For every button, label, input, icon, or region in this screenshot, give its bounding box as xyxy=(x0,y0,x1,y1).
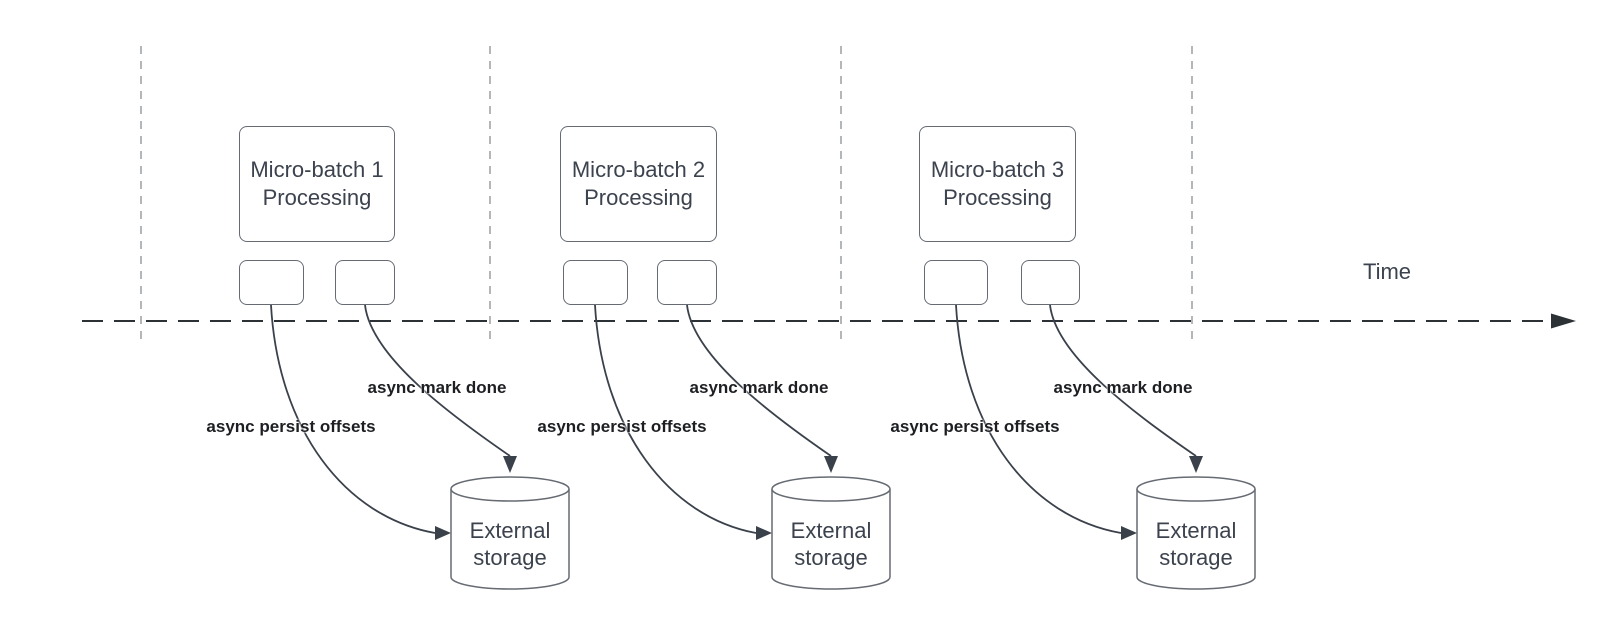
external-storage-label-3: External storage xyxy=(1137,517,1255,571)
cylinder-body-3 xyxy=(1136,489,1256,590)
external-storage-cylinder-3 xyxy=(1136,476,1256,590)
micro-batch-3-title-line2: Processing xyxy=(943,185,1052,210)
external-storage-label-1: External storage xyxy=(451,517,569,571)
mark-done-label-1: async mark done xyxy=(367,378,507,397)
persist-offsets-arrowhead-icon-3 xyxy=(1121,526,1137,540)
external-storage-label-3-line2: storage xyxy=(1159,545,1233,570)
time-axis-arrowhead-icon xyxy=(1551,313,1576,329)
mark-done-curve-3 xyxy=(1049,304,1197,457)
persist-offsets-label-2: async persist offsets xyxy=(537,417,707,436)
mark-done-curve-2 xyxy=(686,304,832,457)
micro-batch-3-box: Micro-batch 3 Processing xyxy=(919,126,1076,242)
micro-batch-3-title-line1: Micro-batch 3 xyxy=(930,157,1065,182)
cylinder-top-2 xyxy=(771,476,891,502)
external-storage-label-2-line2: storage xyxy=(794,545,868,570)
mark-done-chip-1 xyxy=(335,260,395,305)
time-axis-label: Time xyxy=(1362,259,1412,284)
external-storage-cylinder-2 xyxy=(771,476,891,590)
persist-offsets-chip-2 xyxy=(563,260,628,305)
mark-done-chip-2 xyxy=(657,260,717,305)
cylinder-top-3 xyxy=(1136,476,1256,502)
persist-offsets-curve-1 xyxy=(270,304,436,534)
external-storage-label-2-line1: External xyxy=(790,518,872,543)
cylinder-body-1 xyxy=(450,489,570,590)
mark-done-arrowhead-icon-1 xyxy=(503,456,517,473)
persist-offsets-arrowhead-icon-1 xyxy=(435,526,451,540)
micro-batch-1-title-line1: Micro-batch 1 xyxy=(250,157,384,182)
micro-batch-2-box: Micro-batch 2 Processing xyxy=(560,126,717,242)
persist-offsets-arrowhead-icon-2 xyxy=(756,526,772,540)
external-storage-label-3-line1: External xyxy=(1155,518,1237,543)
persist-offsets-curve-2 xyxy=(594,304,757,534)
micro-batch-2-title-line2: Processing xyxy=(584,185,693,210)
mark-done-arrowhead-icon-3 xyxy=(1189,456,1203,473)
mark-done-label-2: async mark done xyxy=(689,378,829,397)
persist-offsets-curve-3 xyxy=(955,304,1122,534)
micro-batch-1-box: Micro-batch 1 Processing xyxy=(239,126,395,242)
cylinder-top-1 xyxy=(450,476,570,502)
mark-done-label-3: async mark done xyxy=(1053,378,1193,397)
external-storage-label-2: External storage xyxy=(772,517,890,571)
mark-done-chip-3 xyxy=(1021,260,1080,305)
persist-offsets-chip-3 xyxy=(924,260,988,305)
mark-done-arrowhead-icon-2 xyxy=(824,456,838,473)
persist-offsets-chip-1 xyxy=(239,260,304,305)
micro-batch-2-title-line1: Micro-batch 2 xyxy=(571,157,706,182)
mark-done-curve-1 xyxy=(364,304,511,457)
external-storage-label-1-line2: storage xyxy=(473,545,547,570)
external-storage-cylinder-1 xyxy=(450,476,570,590)
external-storage-label-1-line1: External xyxy=(469,518,551,543)
cylinder-body-2 xyxy=(771,489,891,590)
micro-batch-1-title-line2: Processing xyxy=(262,185,372,210)
persist-offsets-label-1: async persist offsets xyxy=(206,417,376,436)
persist-offsets-label-3: async persist offsets xyxy=(890,417,1060,436)
